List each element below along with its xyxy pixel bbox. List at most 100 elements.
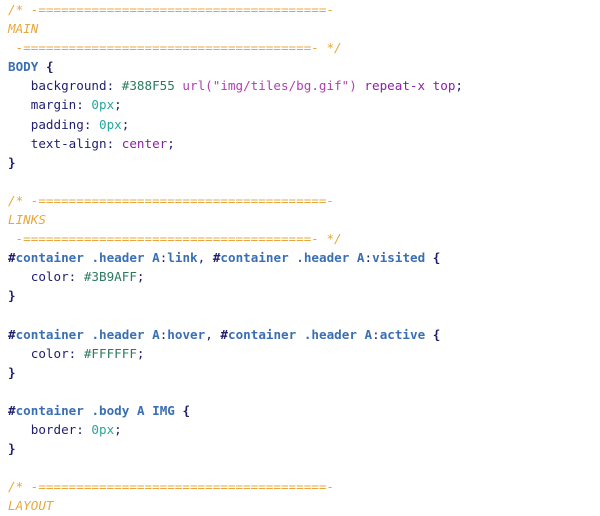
code-token-hash: #: [8, 326, 16, 342]
code-line: margin: 0px;: [8, 95, 600, 114]
code-line: LINKS: [8, 210, 600, 229]
code-token-hex: #FFFFFF: [83, 345, 137, 361]
code-token-punct: ;: [136, 269, 145, 285]
code-token-plain: [349, 250, 357, 265]
code-line: ​: [8, 172, 600, 191]
code-line: padding: 0px;: [8, 115, 600, 134]
code-token-value: top: [432, 78, 456, 94]
code-token-punct: ,: [205, 326, 221, 342]
code-token-plain: [357, 327, 365, 342]
code-line: LAYOUT: [8, 496, 600, 515]
code-token-plain: [145, 403, 153, 418]
code-line: }: [8, 363, 600, 382]
code-token-plain: [425, 78, 433, 93]
code-token-pseudo: active: [379, 326, 426, 342]
code-token-selector: container: [15, 326, 84, 342]
code-line: ​: [8, 382, 600, 401]
code-token-punct: :: [68, 269, 84, 285]
code-line: /* -====================================…: [8, 477, 600, 496]
code-token-plain: [296, 327, 304, 342]
code-line: /* -====================================…: [8, 191, 600, 210]
code-token-number: 0px: [91, 97, 115, 113]
code-line: #container .body A IMG {: [8, 401, 600, 420]
code-token-selector: A: [152, 326, 160, 342]
code-token-hex: #3B9AFF: [83, 269, 137, 285]
code-token-selector: container: [227, 326, 297, 342]
code-token-plain: [8, 78, 31, 93]
code-token-selector: .header: [303, 326, 357, 342]
code-token-selector: A: [356, 250, 365, 266]
code-token-punct: ;: [167, 135, 175, 151]
code-token-punct: :: [76, 97, 92, 113]
code-token-prop: color: [30, 345, 69, 361]
code-token-punct: ;: [455, 78, 464, 94]
code-token-brace: {: [432, 250, 441, 266]
code-token-selector: A: [364, 326, 373, 342]
code-token-hex: #388F55: [121, 78, 175, 94]
code-token-plain: [425, 250, 433, 265]
code-token-hash: #: [220, 326, 228, 342]
code-line: #container .header A:link, #container .h…: [8, 248, 600, 267]
code-token-brace: {: [182, 402, 191, 418]
code-token-punct: :: [83, 116, 99, 132]
code-token-selector: .header: [296, 250, 350, 266]
code-token-plain: [8, 346, 31, 361]
code-token-selector: A: [152, 250, 160, 266]
code-token-punct: :: [68, 345, 84, 361]
code-token-punct: :: [106, 135, 122, 151]
code-line: color: #3B9AFF;: [8, 267, 600, 286]
code-token-punct: :: [364, 250, 373, 266]
code-token-selector: .body: [91, 402, 130, 418]
code-line: -======================================-…: [8, 38, 600, 57]
code-token-brace: }: [8, 364, 16, 380]
code-token-punct: ;: [121, 116, 130, 132]
code-line: /* -====================================…: [8, 0, 600, 19]
code-token-plain: [145, 250, 153, 265]
code-token-pseudo: hover: [167, 326, 206, 342]
code-token-value: repeat-x: [364, 78, 426, 94]
code-line: #container .header A:hover, #container .…: [8, 325, 600, 344]
code-line: BODY {: [8, 57, 600, 76]
code-token-punct: ;: [114, 422, 122, 438]
code-token-plain: [8, 269, 31, 284]
code-line: }: [8, 286, 600, 305]
code-token-plain: [425, 327, 433, 342]
code-token-pseudo: visited: [372, 250, 426, 266]
code-token-prop: text-align: [30, 135, 107, 151]
code-token-selector: container: [15, 402, 84, 418]
code-token-comment: -======================================-…: [8, 40, 342, 56]
code-token-plain: [145, 327, 153, 342]
code-line: ​: [8, 306, 600, 325]
code-line: }: [8, 439, 600, 458]
code-token-comment: -======================================-…: [8, 231, 342, 247]
code-token-plain: [38, 59, 46, 74]
code-token-selector: .header: [91, 250, 145, 266]
code-token-selector: A: [136, 402, 145, 418]
code-token-selector: .header: [91, 326, 145, 342]
code-token-punct: ;: [136, 345, 145, 361]
code-token-punct: :: [372, 326, 380, 342]
code-line: MAIN: [8, 19, 600, 38]
code-token-value: center: [121, 135, 168, 151]
code-token-selector: BODY: [8, 59, 39, 75]
code-token-hash: #: [212, 250, 221, 266]
code-line: border: 0px;: [8, 420, 600, 439]
code-token-selector: container: [220, 250, 289, 266]
code-token-brace: {: [45, 59, 54, 75]
code-token-brace: }: [8, 288, 16, 304]
code-token-comment: LAYOUT: [8, 498, 54, 514]
code-token-plain: [8, 97, 31, 112]
code-token-plain: [8, 117, 31, 132]
code-token-hash: #: [8, 250, 16, 266]
code-token-punct: :: [76, 422, 92, 438]
code-token-number: 0px: [99, 116, 122, 132]
code-line: -======================================-…: [8, 229, 600, 248]
code-token-hash: #: [8, 402, 16, 418]
code-token-comment: /* -====================================…: [8, 192, 335, 208]
code-token-selector: IMG: [152, 402, 175, 418]
code-token-number: 0px: [91, 422, 115, 438]
code-token-prop: border: [30, 422, 77, 438]
code-token-comment: MAIN: [8, 21, 39, 37]
code-token-prop: padding: [30, 116, 84, 132]
